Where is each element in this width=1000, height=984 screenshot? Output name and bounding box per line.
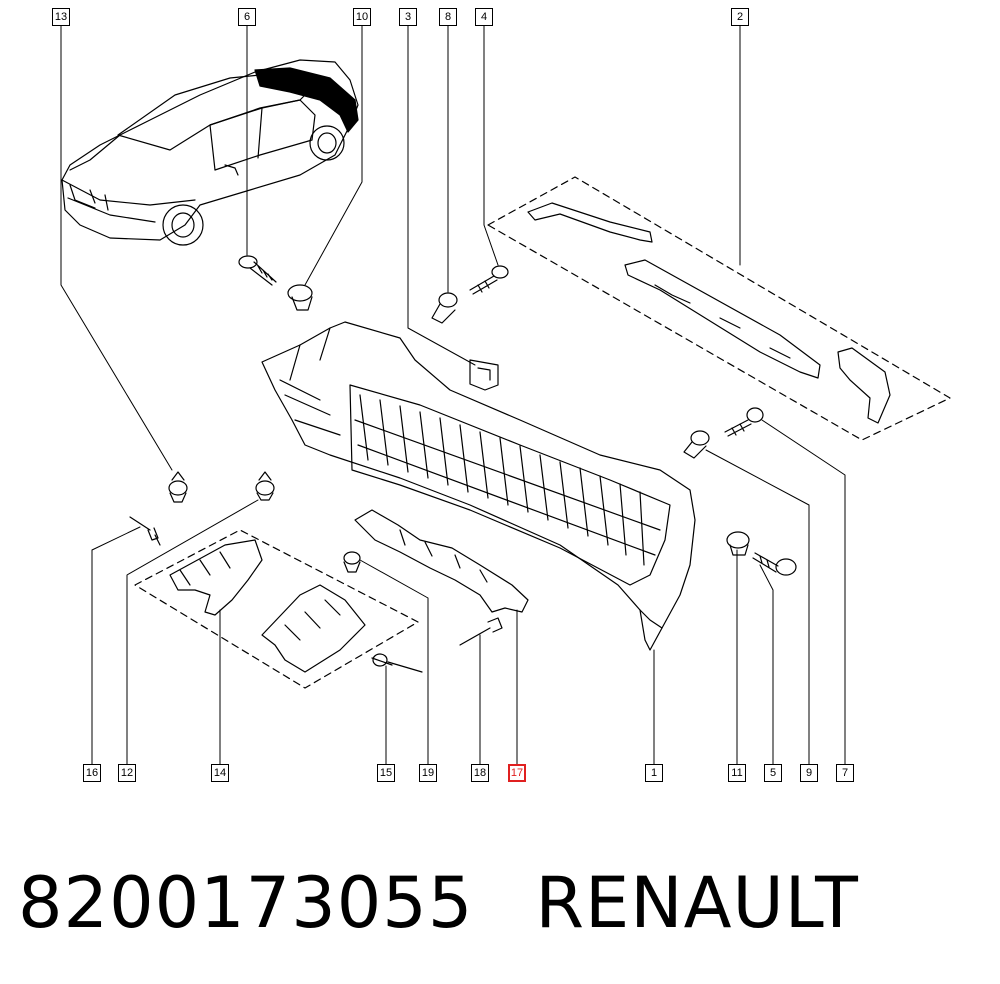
- bracket-14-pieces: [169, 539, 366, 673]
- fastener-screw-6: [238, 255, 277, 286]
- callout-11[interactable]: 11: [728, 764, 746, 782]
- fastener-clip-9: [683, 430, 710, 459]
- callout-5[interactable]: 5: [764, 764, 782, 782]
- callout-2[interactable]: 2: [731, 8, 749, 26]
- callout-12[interactable]: 12: [118, 764, 136, 782]
- callout-14[interactable]: 14: [211, 764, 229, 782]
- callout-9[interactable]: 9: [800, 764, 818, 782]
- bumper-part-1: [261, 321, 696, 651]
- fastener-screw-7: [724, 407, 764, 437]
- fastener-clip-19: [343, 551, 361, 573]
- fastener-screw-5: [752, 552, 797, 576]
- part-number: 8200173055: [18, 862, 474, 944]
- callout-8[interactable]: 8: [439, 8, 457, 26]
- callout-16[interactable]: 16: [83, 764, 101, 782]
- fastener-pin-18: [459, 617, 503, 646]
- callout-18[interactable]: 18: [471, 764, 489, 782]
- callout-1[interactable]: 1: [645, 764, 663, 782]
- part-2-pieces: [527, 202, 891, 424]
- fastener-clip-8: [431, 292, 458, 324]
- fastener-clip-10: [287, 284, 313, 311]
- dashed-box-2: [487, 176, 951, 441]
- callout-19[interactable]: 19: [419, 764, 437, 782]
- callout-4[interactable]: 4: [475, 8, 493, 26]
- callout-6[interactable]: 6: [238, 8, 256, 26]
- callout-17-highlighted[interactable]: 17: [508, 764, 526, 782]
- fastener-rivet-16: [129, 516, 161, 546]
- fastener-clip-12: [255, 471, 275, 501]
- brand-name: RENAULT: [535, 862, 859, 944]
- car-illustration: [61, 59, 359, 246]
- bracket-3: [469, 359, 499, 391]
- callout-7[interactable]: 7: [836, 764, 854, 782]
- callout-13[interactable]: 13: [52, 8, 70, 26]
- bracket-17: [354, 509, 529, 613]
- dashed-box-14: [134, 529, 419, 689]
- fastener-rivet-15: [371, 653, 423, 673]
- callout-3[interactable]: 3: [399, 8, 417, 26]
- leader-lines: [60, 23, 846, 773]
- fastener-screw-4: [469, 265, 509, 295]
- part-caption: 8200173055 RENAULT: [18, 858, 859, 948]
- callout-15[interactable]: 15: [377, 764, 395, 782]
- callout-10[interactable]: 10: [353, 8, 371, 26]
- fastener-clip-11: [726, 531, 750, 556]
- fastener-clip-13: [168, 471, 188, 503]
